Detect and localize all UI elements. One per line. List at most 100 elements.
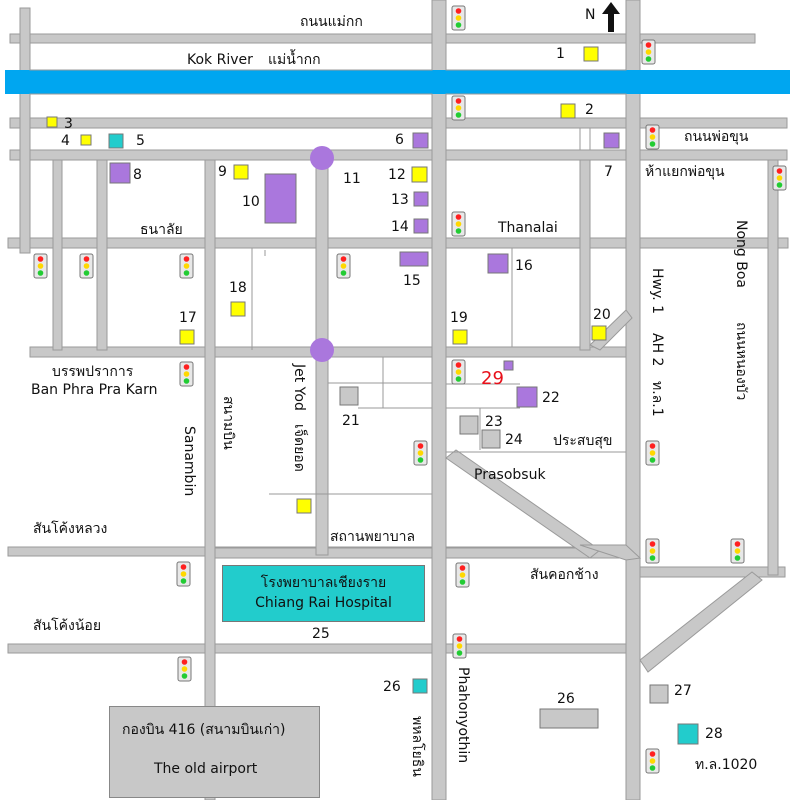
road-hwy-1 — [625, 0, 641, 800]
marker-20[interactable] — [591, 325, 607, 341]
marker-12[interactable] — [411, 166, 428, 183]
traffic-light-icon — [730, 538, 745, 564]
marker-9[interactable] — [233, 164, 249, 180]
old-airport-box[interactable]: กองบิน 416 (สนามบินเก่า) The old airport — [109, 706, 320, 798]
marker-22[interactable] — [516, 386, 538, 408]
marker-3[interactable] — [46, 116, 58, 128]
traffic-light-icon — [451, 5, 466, 31]
road-network — [7, 0, 789, 800]
road-banphaprakan — [29, 346, 641, 358]
road-west-edge — [19, 7, 31, 254]
road-pho-khun — [9, 149, 788, 161]
marker-label-13: 13 — [391, 192, 409, 208]
marker-23[interactable] — [459, 415, 479, 435]
traffic-light-icon — [641, 39, 656, 65]
traffic-light-icon — [772, 165, 787, 191]
marker-label-23: 23 — [485, 414, 503, 430]
marker-13[interactable] — [413, 191, 429, 207]
hospital-name-th: โรงพยาบาลเชียงราย — [260, 575, 387, 591]
marker-1[interactable] — [583, 46, 599, 62]
marker-label-10: 10 — [242, 194, 260, 210]
marker-15[interactable] — [399, 251, 429, 267]
marker-6[interactable] — [412, 132, 429, 149]
street-label-jet-yod-th: เจ็ดยอด — [291, 424, 307, 472]
road-riverside — [9, 117, 788, 129]
marker-label-15: 15 — [403, 273, 421, 289]
marker-label-26a: 26 — [383, 679, 401, 695]
street-label-banphaprakan-en: Ban Phra Pra Karn — [31, 382, 158, 398]
marker-label-25: 25 — [312, 626, 330, 642]
street-label-sanambin-en: Sanambin — [181, 426, 197, 497]
marker-4[interactable] — [80, 134, 92, 146]
marker-16[interactable] — [487, 253, 509, 274]
traffic-light-icon — [336, 253, 351, 279]
road-east-inner — [579, 159, 591, 351]
street-label-hwy1-th: ท.ล.1 — [649, 381, 665, 417]
roundabout-north — [310, 146, 334, 170]
road-phahonyothin — [431, 0, 447, 800]
street-label-mae-kok: ถนนแม่กก — [300, 14, 363, 30]
marker-7[interactable] — [603, 132, 620, 149]
traffic-light-icon — [645, 124, 660, 150]
marker-label-22: 22 — [542, 390, 560, 406]
marker-label-16: 16 — [515, 258, 533, 274]
traffic-lights — [33, 5, 787, 774]
roundabout-south — [310, 338, 334, 362]
street-label-sanatan-payaban: สถานพยาบาล — [330, 529, 416, 545]
marker-18[interactable] — [230, 301, 246, 317]
road-east-branch — [639, 566, 786, 578]
traffic-light-icon — [645, 440, 660, 466]
street-label-prasobsuk-en: Prasobsuk — [474, 467, 546, 483]
marker-label-6: 6 — [395, 132, 404, 148]
street-label-banphaprakan-th: บรรพปราการ — [52, 364, 134, 380]
marker-label-27: 27 — [674, 683, 692, 699]
traffic-light-icon — [79, 253, 94, 279]
north-label: N — [585, 7, 596, 23]
road-east-bend — [579, 544, 642, 561]
north-arrow-icon — [602, 2, 620, 32]
marker-label-2: 2 — [585, 102, 594, 118]
marker-label-8: 8 — [133, 167, 142, 183]
street-label-sanambin-th: สนามบิน — [220, 396, 236, 450]
marker-27[interactable] — [649, 684, 669, 704]
traffic-light-icon — [451, 95, 466, 121]
marker-label-1: 1 — [556, 46, 565, 62]
traffic-light-icon — [452, 633, 467, 659]
street-label-jet-yod-en: Jet Yod — [291, 364, 307, 411]
traffic-light-icon — [33, 253, 48, 279]
hospital-name-en: Chiang Rai Hospital — [255, 595, 392, 612]
street-label-san-khong-luang: สันโค้งหลวง — [33, 521, 108, 537]
marker-28[interactable] — [677, 723, 699, 745]
street-label-prasobsuk-th: ประสบสุข — [553, 433, 613, 449]
marker-29[interactable] — [503, 360, 514, 371]
street-label-phahonyothin-th: พหลโยธิน — [409, 716, 425, 777]
marker-label-21: 21 — [342, 413, 360, 429]
marker-8[interactable] — [109, 162, 131, 184]
street-label-nong-boa-th: ถนนหนองบัว — [733, 322, 749, 401]
traffic-light-icon — [413, 440, 428, 466]
marker-26a[interactable] — [412, 678, 428, 694]
traffic-light-icon — [455, 562, 470, 588]
river-label-th: แม่น้ำกก — [268, 52, 321, 68]
marker-label-19: 19 — [450, 310, 468, 326]
traffic-light-icon — [176, 561, 191, 587]
marker-jet-yod-shop[interactable] — [296, 498, 312, 514]
marker-label-17: 17 — [179, 310, 197, 326]
road-west-inner — [52, 159, 63, 351]
street-label-san-khok-chang: สันคอกช้าง — [530, 567, 599, 583]
marker-5[interactable] — [108, 133, 124, 149]
marker-26b[interactable] — [539, 708, 599, 729]
marker-10[interactable] — [264, 173, 297, 224]
marker-14[interactable] — [413, 218, 429, 234]
marker-label-9: 9 — [218, 164, 227, 180]
marker-17[interactable] — [179, 329, 195, 345]
marker-2[interactable] — [560, 103, 576, 119]
marker-21[interactable] — [339, 386, 359, 406]
hospital-box[interactable]: โรงพยาบาลเชียงราย Chiang Rai Hospital — [222, 565, 425, 622]
road-san-khong-noi — [7, 643, 631, 654]
marker-19[interactable] — [452, 329, 468, 345]
marker-24[interactable] — [481, 429, 501, 449]
marker-label-5: 5 — [136, 133, 145, 149]
street-label-thanalai-en: Thanalai — [498, 220, 558, 236]
